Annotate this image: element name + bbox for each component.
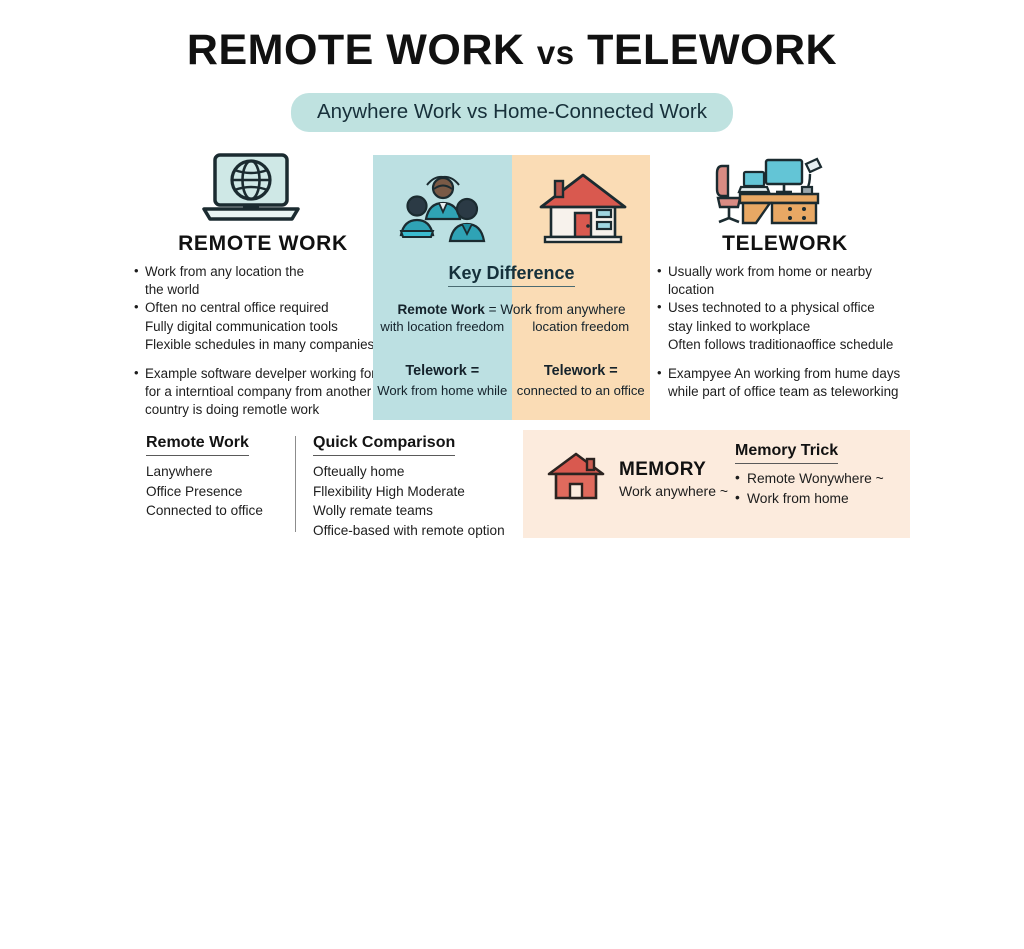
- memory-trick-block: Memory Trick Remote Wonywhere ~ Work fro…: [735, 442, 884, 509]
- page-title: REMOTE WORK vs TELEWORK: [0, 26, 1024, 75]
- memory-trick-title: Memory Trick: [735, 442, 839, 464]
- key-row4-right: connected to an office: [516, 383, 645, 398]
- key-row-telework-labels: Telework = Telework =: [373, 363, 650, 379]
- memory-summary: MEMORY Work anywhere ~: [545, 450, 728, 507]
- list-item: Often follows traditionaoffice schedule: [668, 336, 894, 352]
- list-item: location: [668, 282, 715, 298]
- list-item: Often no central office required: [134, 298, 380, 317]
- list-item: for a interntioal company from another: [145, 384, 372, 400]
- key-panel-content: Key Difference Remote Work = Work from a…: [373, 155, 650, 420]
- list-item: country is doing remotle work: [145, 402, 320, 418]
- key-row3-right: Telework =: [543, 363, 618, 379]
- list-item: Exampyee An working from hume days: [657, 364, 909, 383]
- list-item: Fllexibility High Moderate: [313, 483, 465, 499]
- key-row2-right: location freedom: [532, 319, 630, 334]
- key-remote-label: Remote Work: [397, 302, 485, 317]
- list-item: stay linked to workplace: [668, 318, 811, 334]
- remote-work-bullets: Work from any location the the world Oft…: [134, 262, 380, 420]
- list-item: Office-based with remote option: [313, 522, 505, 538]
- key-row-location-freedom: with location freedom location freedom: [373, 319, 650, 334]
- telework-bullets: Usually work from home or nearby locatio…: [657, 262, 909, 401]
- spacer: [657, 354, 909, 365]
- key-row-definition-remote: Remote Work = Work from anywhere: [373, 302, 650, 317]
- title-part-telework: TELEWORK: [587, 26, 838, 74]
- list-item: Work from home: [735, 488, 884, 509]
- key-row3-left: Telework =: [405, 363, 480, 379]
- list-item: Usually work from home or nearby: [657, 262, 909, 281]
- people-group-icon: [395, 173, 491, 248]
- house-icon: [545, 450, 607, 507]
- subtitle-text: Anywhere Work vs Home-Connected Work: [316, 100, 708, 123]
- bottom-divider-left: [295, 436, 297, 532]
- remote-work-heading: REMOTE WORK: [178, 232, 348, 255]
- laptop-globe-icon: [198, 152, 304, 231]
- quick-comparison-block: Quick Comparison Ofteually home Fllexibi…: [313, 434, 505, 540]
- memory-title: MEMORY: [619, 458, 707, 480]
- bottom-remote-work-block: Remote Work Lanywhere Office Presence Co…: [146, 434, 263, 521]
- list-item: the world: [145, 282, 200, 298]
- quick-comparison-title: Quick Comparison: [313, 434, 456, 456]
- key-difference-title: Key Difference: [373, 263, 650, 287]
- title-part-vs: vs: [536, 34, 575, 71]
- list-item: Wolly remate teams: [313, 503, 433, 518]
- list-item: Uses technoted to a physical office: [657, 298, 909, 317]
- key-panel-left-half: [373, 155, 512, 420]
- desk-chair-icon: [712, 150, 824, 233]
- list-item: Ofteually home: [313, 464, 405, 479]
- key-difference-title-text: Key Difference: [448, 263, 575, 287]
- key-difference-panel: Key Difference Remote Work = Work from a…: [373, 155, 650, 420]
- subtitle-pill: Anywhere Work vs Home-Connected Work: [290, 93, 734, 132]
- list-item: Office Presence: [146, 483, 243, 499]
- key-remote-definition: = Work from anywhere: [484, 302, 626, 317]
- memory-panel: MEMORY Work anywhere ~ Memory Trick Remo…: [523, 430, 910, 538]
- list-item: Remote Wonywhere ~: [735, 468, 884, 489]
- title-part-remote: REMOTE WORK: [186, 26, 525, 74]
- list-item: Work from any location the: [134, 262, 380, 281]
- memory-text-block: MEMORY Work anywhere ~: [619, 459, 728, 499]
- spacer: [134, 354, 380, 365]
- list-item: Connected to office: [146, 503, 263, 518]
- memory-subtitle: Work anywhere ~: [619, 482, 729, 499]
- list-item: Example software develper working for: [134, 364, 380, 383]
- list-item: Flexible schedules in many companies: [145, 336, 375, 352]
- list-item: while part of office team as teleworking: [668, 384, 899, 400]
- infographic-page: REMOTE WORK vs TELEWORK Anywhere Work vs…: [0, 0, 1024, 559]
- house-icon: [535, 169, 631, 252]
- key-row4-left: Work from home while: [377, 383, 508, 398]
- telework-heading: TELEWORK: [722, 232, 848, 255]
- list-item: Fully digital communication tools: [145, 318, 338, 334]
- list-item: Lanywhere: [146, 464, 213, 479]
- bottom-remote-work-title: Remote Work: [146, 434, 249, 456]
- key-row-telework-definition: Work from home while connected to an off…: [373, 383, 650, 398]
- key-row2-left: with location freedom: [380, 319, 505, 334]
